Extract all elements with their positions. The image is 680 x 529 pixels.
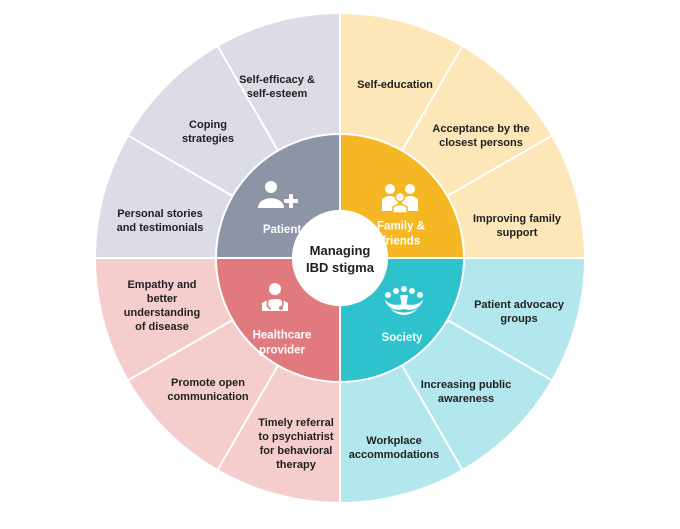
family-icon — [382, 184, 418, 214]
inner-ring-border — [215, 133, 465, 383]
family-item-label: Self-education — [357, 79, 433, 91]
society-outer-segment — [340, 365, 462, 502]
patient-outer-segment — [128, 46, 278, 196]
segment-divider — [217, 46, 279, 152]
patient-outer-segment — [218, 14, 340, 151]
provider-outer-segment — [96, 258, 233, 380]
segment-divider — [128, 319, 234, 381]
provider-inner-segment — [216, 258, 340, 382]
doctor-stethoscope-icon — [262, 283, 288, 311]
person-plus-icon — [258, 181, 298, 208]
society-outer-segment — [447, 258, 584, 380]
patient-label: Patient — [263, 224, 302, 236]
family-outer-segment — [402, 46, 552, 196]
patient-inner-segment — [216, 134, 340, 258]
segment-divider — [128, 135, 234, 197]
family-label: Family &friends — [377, 221, 425, 248]
center-circle — [292, 210, 388, 306]
segment-divider — [446, 135, 552, 197]
society-label: Society — [382, 332, 424, 344]
segment-divider — [217, 364, 279, 470]
provider-outer-segment — [218, 365, 340, 502]
family-outer-segment — [447, 136, 584, 258]
segment-divider — [401, 364, 463, 470]
patient-item-label: Self-efficacy &self-esteem — [239, 74, 315, 100]
segment-divider — [401, 46, 463, 152]
segment-divider — [446, 319, 552, 381]
community-icon — [384, 286, 424, 315]
society-inner-segment — [340, 258, 464, 382]
patient-outer-segment — [96, 136, 233, 258]
family-outer-segment — [340, 14, 462, 151]
provider-outer-segment — [128, 320, 278, 470]
society-outer-segment — [402, 320, 552, 470]
